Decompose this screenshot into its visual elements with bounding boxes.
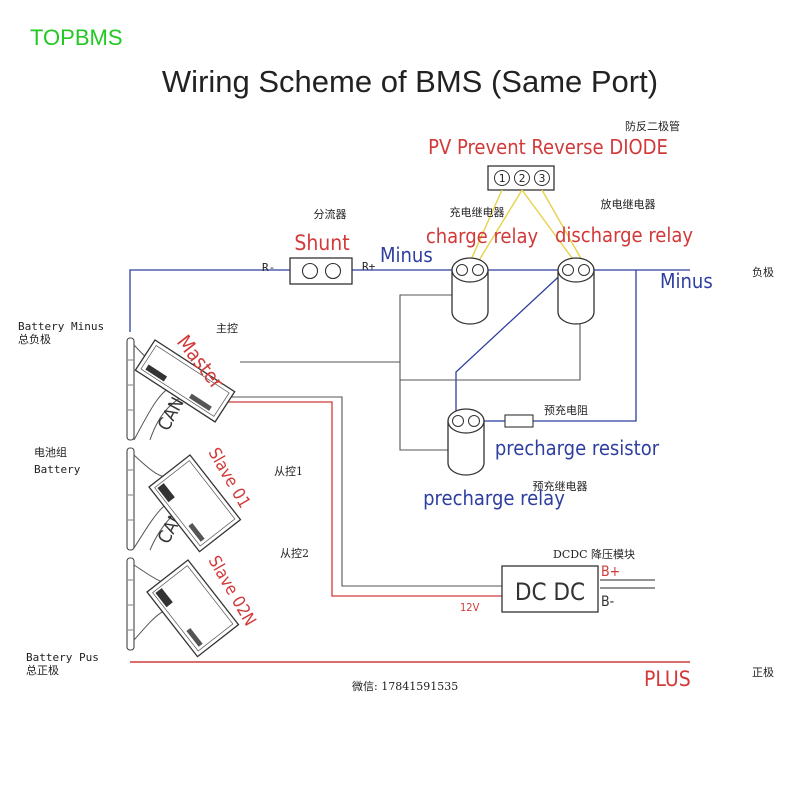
plus-label: PLUS	[644, 667, 691, 691]
diode-module: 1 2 3	[487, 165, 555, 191]
shunt-label: Shunt	[294, 231, 349, 255]
precharge-bypass-wire	[530, 270, 637, 422]
master-module	[134, 339, 236, 423]
battery-pack-label: Battery	[34, 463, 81, 476]
diode-pin-2: 2	[519, 172, 526, 185]
slave-01-module	[148, 454, 242, 553]
relay-diagonal-wire	[455, 267, 569, 415]
discharge-relay	[557, 257, 595, 325]
control-bus-wire-3	[399, 380, 448, 451]
battery-minus-label-cn: 总负极	[18, 332, 51, 346]
precharge-relay	[447, 408, 485, 476]
brand-logo-text: TOPBMS	[30, 25, 123, 50]
slave-01-label-cn: 从控1	[274, 464, 303, 478]
precharge-resistor-label-cn: 预充电阻	[544, 403, 588, 417]
shunt	[289, 257, 353, 285]
master-label-cn: 主控	[216, 321, 238, 335]
slave-02-label-cn: 从控2	[280, 546, 309, 560]
battery-pack-label-cn: 电池组	[34, 445, 67, 459]
dcdc-module	[501, 565, 599, 613]
shunt-label-cn: 分流器	[314, 207, 347, 221]
minus-right-label: Minus	[660, 269, 713, 293]
precharge-resistor	[490, 414, 534, 428]
dcdc-label: DC DC	[515, 578, 585, 606]
charge-relay-label-cn: 充电继电器	[450, 205, 505, 219]
diode-pin-1: 1	[499, 172, 506, 185]
discharge-relay-label-cn: 放电继电器	[601, 197, 656, 211]
precharge-resistor-label: precharge resistor	[495, 436, 660, 460]
precharge-relay-label-cn: 预充继电器	[533, 479, 588, 493]
load-minus-label-cn: 负极	[752, 265, 774, 279]
dcdc-bplus-label: B+	[601, 564, 620, 580]
diagram-title: Wiring Scheme of BMS (Same Port)	[162, 64, 658, 99]
minus-mid-label: Minus	[380, 243, 433, 267]
dcdc-bminus-label: B-	[601, 594, 614, 610]
wechat-contact: 微信: 17841591535	[352, 679, 458, 693]
r-plus-label: R+	[362, 260, 376, 273]
charge-relay-label: charge relay	[426, 224, 539, 248]
load-plus-label-cn: 正极	[752, 665, 774, 679]
dcdc-12v-label: 12V	[460, 601, 480, 614]
battery-plus-label: Battery Pus	[26, 651, 99, 664]
control-bus-wire-2	[399, 320, 581, 381]
r-minus-label: R-	[262, 261, 275, 274]
diode-pin-3: 3	[539, 172, 546, 185]
control-bus-wire	[240, 294, 465, 363]
diode-label-cn: 防反二极管	[625, 119, 680, 133]
negative-bus-wire	[129, 269, 290, 332]
discharge-relay-label: discharge relay	[555, 223, 693, 247]
slave-02-module	[146, 559, 240, 658]
battery-minus-label: Battery Minus	[18, 320, 104, 333]
precharge-relay-label: precharge relay	[423, 486, 565, 510]
diode-label: PV Prevent Reverse DIODE	[428, 135, 668, 159]
diode-links	[469, 189, 584, 263]
battery-plus-label-cn: 总正极	[26, 663, 59, 677]
dcdc-label-cn: DCDC 降压模块	[553, 547, 635, 561]
battery-stack	[126, 337, 135, 651]
charge-relay	[451, 257, 489, 325]
